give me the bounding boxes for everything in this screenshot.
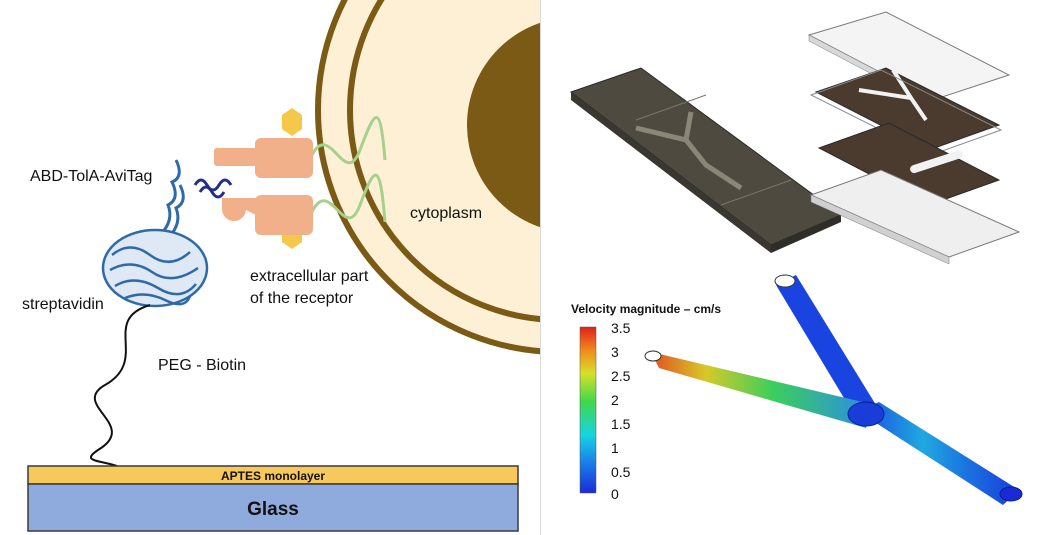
biosensor-schematic: ABD-TolA-AviTag streptavidin PEG - Bioti… (22, 0, 540, 532)
colorbar-tick: 2.5 (611, 368, 631, 384)
layer-channel-cutout (858, 68, 928, 122)
label-aptes: APTES monolayer (221, 469, 325, 483)
helix-domain-2 (198, 185, 226, 199)
chip-end-face (771, 215, 841, 253)
receptor-tail-top (310, 116, 387, 165)
exploded-chip (807, 11, 1021, 265)
streptavidin-protein (101, 228, 209, 308)
microfluidic-chip-panel: Velocity magnitude – cm/s 3.5 3 2.5 2 1.… (541, 0, 1060, 535)
label-receptor-line1: extracellular part (250, 268, 369, 285)
channel-junction (847, 401, 885, 427)
strand-3 (114, 279, 197, 296)
colorbar-title: Velocity magnitude – cm/s (571, 302, 721, 316)
glass-layer (27, 483, 519, 532)
layer-bottom-slot (910, 150, 963, 174)
strand-1 (111, 246, 191, 263)
streptavidin-body (101, 228, 209, 308)
panel-divider (540, 0, 541, 535)
chip-divider-2 (720, 179, 792, 206)
channel-left-arm (651, 352, 871, 428)
colorbar-ticks: 3.5 3 2.5 2 1.5 1 0.5 0 (611, 320, 631, 502)
helix-domain (193, 178, 233, 192)
cell (315, 0, 540, 355)
colorbar-tick: 0.5 (611, 464, 631, 480)
layer-base-glass-edge (810, 194, 950, 265)
nucleus (467, 22, 540, 228)
strand-2 (109, 263, 199, 280)
label-glass: Glass (247, 499, 299, 520)
helix-stalk-2 (166, 184, 185, 240)
peg-linker (89, 304, 151, 467)
chip-top-face (569, 67, 843, 246)
colorbar-tick: 0 (611, 486, 619, 502)
colorbar-tick: 3 (611, 344, 619, 360)
abd-tola-avitag-protein (158, 159, 233, 240)
colorbar-tick: 1.5 (611, 416, 631, 432)
port-top (774, 274, 796, 288)
label-streptavidin: streptavidin (22, 296, 104, 313)
cell-membrane-inner (347, 0, 540, 322)
assembled-chip (569, 67, 843, 253)
chip-channel (635, 111, 743, 191)
receptor-tail-bottom (310, 173, 387, 223)
receptor-tip-top (282, 108, 302, 136)
colorbar (579, 326, 597, 494)
label-cytoplasm: cytoplasm (410, 205, 482, 222)
receptor-body-bottom (255, 195, 313, 235)
receptor (214, 138, 313, 235)
chip-divider-1 (635, 94, 707, 121)
channel-inlet-arm (776, 275, 876, 418)
colorbar-tick: 2 (611, 392, 619, 408)
schematic-canvas: ABD-TolA-AviTag streptavidin PEG - Bioti… (22, 0, 540, 532)
colorbar-tick: 3.5 (611, 320, 631, 336)
helix-stalk (158, 159, 181, 237)
receptor-arm-bottom (221, 198, 262, 222)
label-receptor-line2: of the receptor (250, 290, 354, 307)
receptor-tails (310, 116, 387, 223)
receptor-body-top (255, 138, 313, 178)
label-peg-biotin: PEG - Biotin (158, 357, 246, 374)
colorbar-tick: 1 (611, 440, 619, 456)
port-outlet (999, 486, 1023, 502)
chip-side-face (571, 92, 771, 253)
label-abd-tola-avitag: ABD-TolA-AviTag (30, 168, 152, 185)
chip-canvas: Velocity magnitude – cm/s 3.5 3 2.5 2 1.… (569, 11, 1023, 505)
port-left (644, 350, 662, 362)
velocity-simulation (644, 274, 1023, 505)
receptor-arm-top (214, 148, 262, 166)
channel-outlet-arm (859, 402, 1019, 505)
strand-4 (124, 293, 192, 306)
